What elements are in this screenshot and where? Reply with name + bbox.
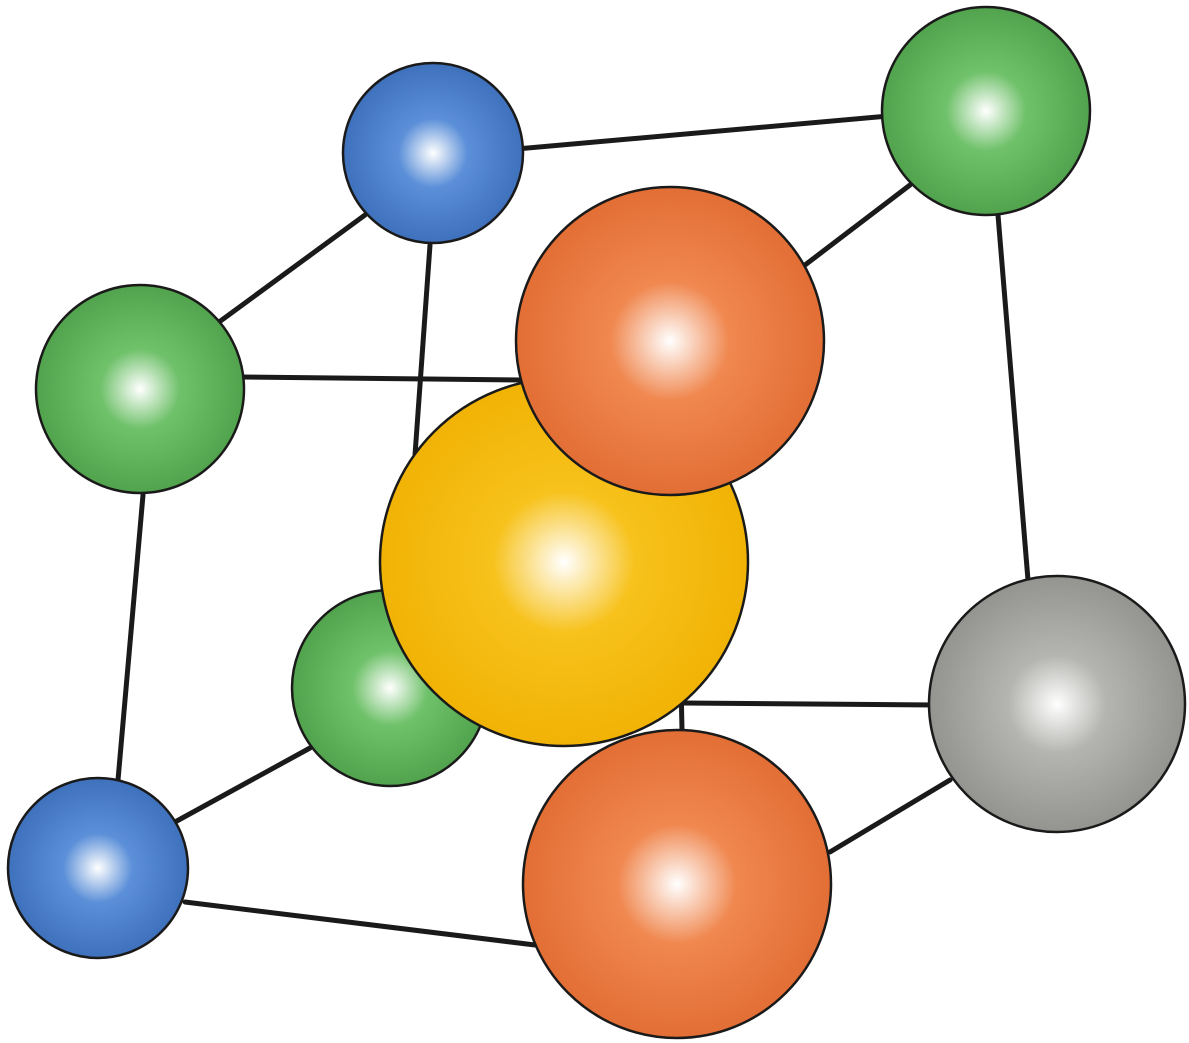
bond-blue-top-to-green-top-right (502, 112, 903, 153)
atom-gray-right (927, 574, 1187, 834)
bond-junction-to-gray-right (679, 700, 938, 708)
bond-blue-bottom-left-to-orange-bottom (182, 899, 538, 948)
atom-orange-top (514, 185, 826, 497)
atom-green-top-right (880, 5, 1092, 217)
atom-blue-top (341, 61, 525, 245)
bond-green-top-right-to-gray-right (995, 212, 1031, 583)
atoms-layer (6, 5, 1187, 1040)
bond-blue-top-to-green-left (212, 212, 368, 328)
atom-green-left (34, 283, 246, 495)
bonds-layer (115, 112, 1031, 948)
atom-orange-bottom (521, 728, 833, 1040)
bond-green-top-right-to-orange-top (802, 182, 913, 268)
bond-green-left-to-orange-top (237, 374, 528, 383)
atom-blue-bottom-left (6, 776, 190, 960)
bond-green-left-to-blue-bottom-left (115, 492, 146, 783)
bond-blue-top-to-yellow-center (412, 242, 433, 458)
bond-gray-right-to-orange-bottom (827, 777, 953, 855)
bond-blue-bottom-left-to-green-back (172, 745, 313, 825)
